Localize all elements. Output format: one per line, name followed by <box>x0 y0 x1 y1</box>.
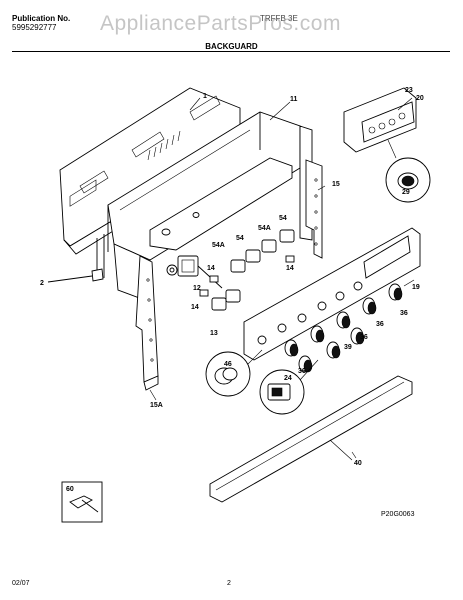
callout-15a: 15A <box>150 402 163 409</box>
publication-number: 5995292777 <box>12 23 57 32</box>
site-watermark: AppliancePartsPros.com <box>100 12 341 35</box>
selector-knob-part <box>205 349 263 397</box>
publication-label: Publication No. <box>12 14 71 23</box>
left-bracket-part <box>135 255 159 391</box>
leader-lines <box>149 97 415 459</box>
callout-54-1: 54 <box>279 215 287 222</box>
callout-29: 29 <box>402 189 410 196</box>
callout-54-2: 54 <box>236 235 244 242</box>
callout-40: 40 <box>354 460 362 467</box>
callout-14-3: 14 <box>191 304 199 311</box>
diagram-code: P20G0063 <box>381 511 415 518</box>
callout-23: 23 <box>405 87 413 94</box>
callout-46: 46 <box>224 361 232 368</box>
model-number: TRFFB 3E <box>260 14 298 23</box>
clock-knob-part <box>385 139 431 203</box>
callout-15: 15 <box>332 181 340 188</box>
header-rule <box>12 51 450 52</box>
infinite-switch-part <box>166 255 295 297</box>
clock-module-part <box>343 87 417 153</box>
back-panel-part <box>59 87 241 278</box>
callout-13: 13 <box>210 330 218 337</box>
callout-labels: 1 11 23 20 29 15 54A 54 54A 54 14 14 14 … <box>40 87 424 493</box>
switches-part <box>211 229 295 311</box>
callout-1: 1 <box>203 93 207 100</box>
callout-54a-2: 54A <box>212 242 225 249</box>
footer-date: 02/07 <box>12 580 30 587</box>
screw-part <box>47 268 104 283</box>
page-number: 2 <box>227 580 231 587</box>
control-knobs-part <box>284 283 403 373</box>
callout-14-2: 14 <box>207 265 215 272</box>
callout-36-1: 36 <box>400 310 408 317</box>
callout-36-2: 36 <box>376 321 384 328</box>
right-bracket-part <box>305 159 323 259</box>
control-panel-part <box>243 227 421 361</box>
callout-60: 60 <box>66 486 74 493</box>
screw-box-part <box>61 481 103 523</box>
callout-24: 24 <box>284 375 292 382</box>
section-title: BACKGUARD <box>205 42 258 51</box>
callout-36-4: 36 <box>298 368 306 375</box>
callout-19: 19 <box>412 284 420 291</box>
callout-39: 39 <box>344 344 352 351</box>
callout-11: 11 <box>290 96 298 103</box>
callout-2: 2 <box>40 280 44 287</box>
callout-12: 12 <box>193 285 201 292</box>
callout-54a-1: 54A <box>258 225 271 232</box>
callout-20: 20 <box>416 95 424 102</box>
callout-14-1: 14 <box>286 265 294 272</box>
callout-36-3: 36 <box>360 334 368 341</box>
rocker-switch-part <box>259 359 319 415</box>
trim-strip-part <box>209 375 413 503</box>
